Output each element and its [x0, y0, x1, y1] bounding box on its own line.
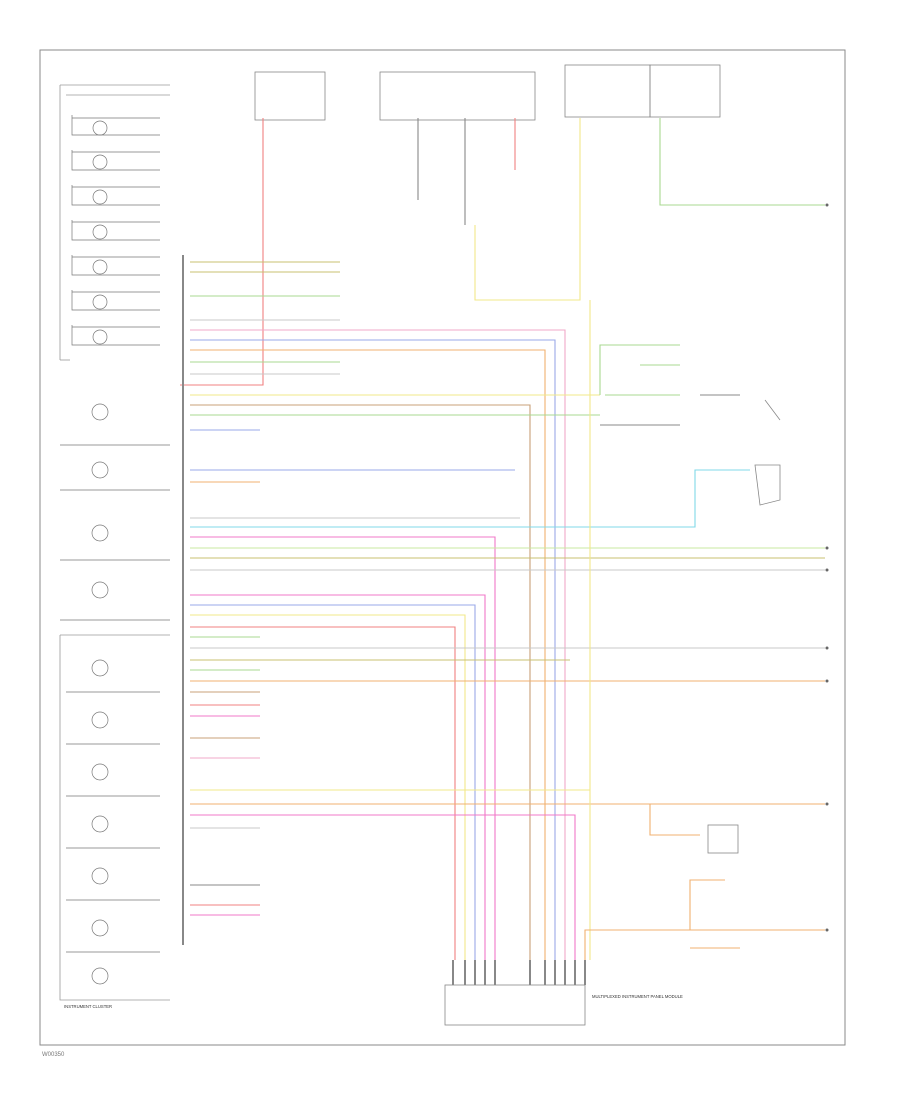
gauge-6 [71, 290, 160, 311]
cluster-gauges [71, 115, 160, 346]
footer-code: W00350 [42, 1052, 65, 1058]
gauge-5 [71, 255, 160, 276]
diagram-frame [39, 49, 846, 1046]
multiplexed-module-box [444, 984, 586, 1026]
lower-lamps [66, 659, 160, 985]
top-vertical-wires [180, 118, 825, 386]
instrument-cluster-label: INSTRUMENT CLUSTER [64, 1004, 112, 1009]
gauge-3 [71, 185, 160, 206]
module-pins [452, 960, 586, 985]
instrument-cluster-bracket [59, 84, 170, 361]
gauge-1 [71, 115, 160, 136]
indicator-lamps [60, 403, 170, 621]
harness-wires [190, 261, 825, 960]
gauge-7 [71, 325, 160, 346]
connector-pins [182, 255, 184, 945]
gauge-2 [71, 150, 160, 171]
multiplexed-module-label: MULTIPLEXED INSTRUMENT PANEL MODULE [592, 994, 683, 999]
right-components [707, 399, 781, 854]
edge-terminals [825, 203, 829, 932]
lower-cluster-bracket [59, 634, 170, 1001]
top-fuse-panels [254, 64, 721, 121]
gauge-4 [71, 220, 160, 241]
